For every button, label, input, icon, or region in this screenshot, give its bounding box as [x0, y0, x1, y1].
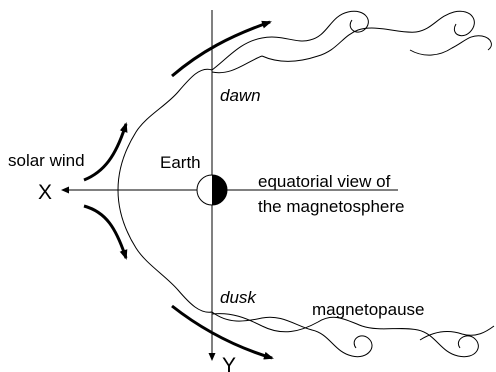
- dawn-label: dawn: [220, 86, 261, 105]
- magnetopause-dusk-waves-3: [211, 313, 495, 341]
- magnetopause-dawn-waves-3: [211, 35, 492, 74]
- magnetopause-dawn-waves-2: [261, 10, 475, 62]
- magnetopause-dusk-waves-2: [261, 316, 479, 358]
- magnetopause-label: magnetopause: [312, 300, 424, 319]
- solar-wind-label: solar wind: [8, 151, 85, 170]
- magnetopause-dawn-waves: [211, 10, 369, 71]
- magnetopause-boundary: [117, 68, 213, 313]
- y-axis-label: Y: [222, 354, 236, 372]
- dawn-flow-arrow: [171, 20, 272, 78]
- equatorial-label-line1: equatorial view of: [258, 172, 391, 191]
- dusk-label: dusk: [220, 288, 257, 307]
- equatorial-label-line2: the magnetosphere: [258, 197, 405, 216]
- solar-wind-upper-arrow: [83, 122, 128, 182]
- earth-label: Earth: [160, 153, 201, 172]
- x-axis-label: X: [38, 181, 52, 204]
- solar-wind-lower-arrow: [83, 204, 128, 260]
- magnetopause-dusk-waves: [211, 311, 373, 358]
- dusk-flow-arrow: [171, 304, 274, 360]
- earth-icon: [196, 174, 228, 206]
